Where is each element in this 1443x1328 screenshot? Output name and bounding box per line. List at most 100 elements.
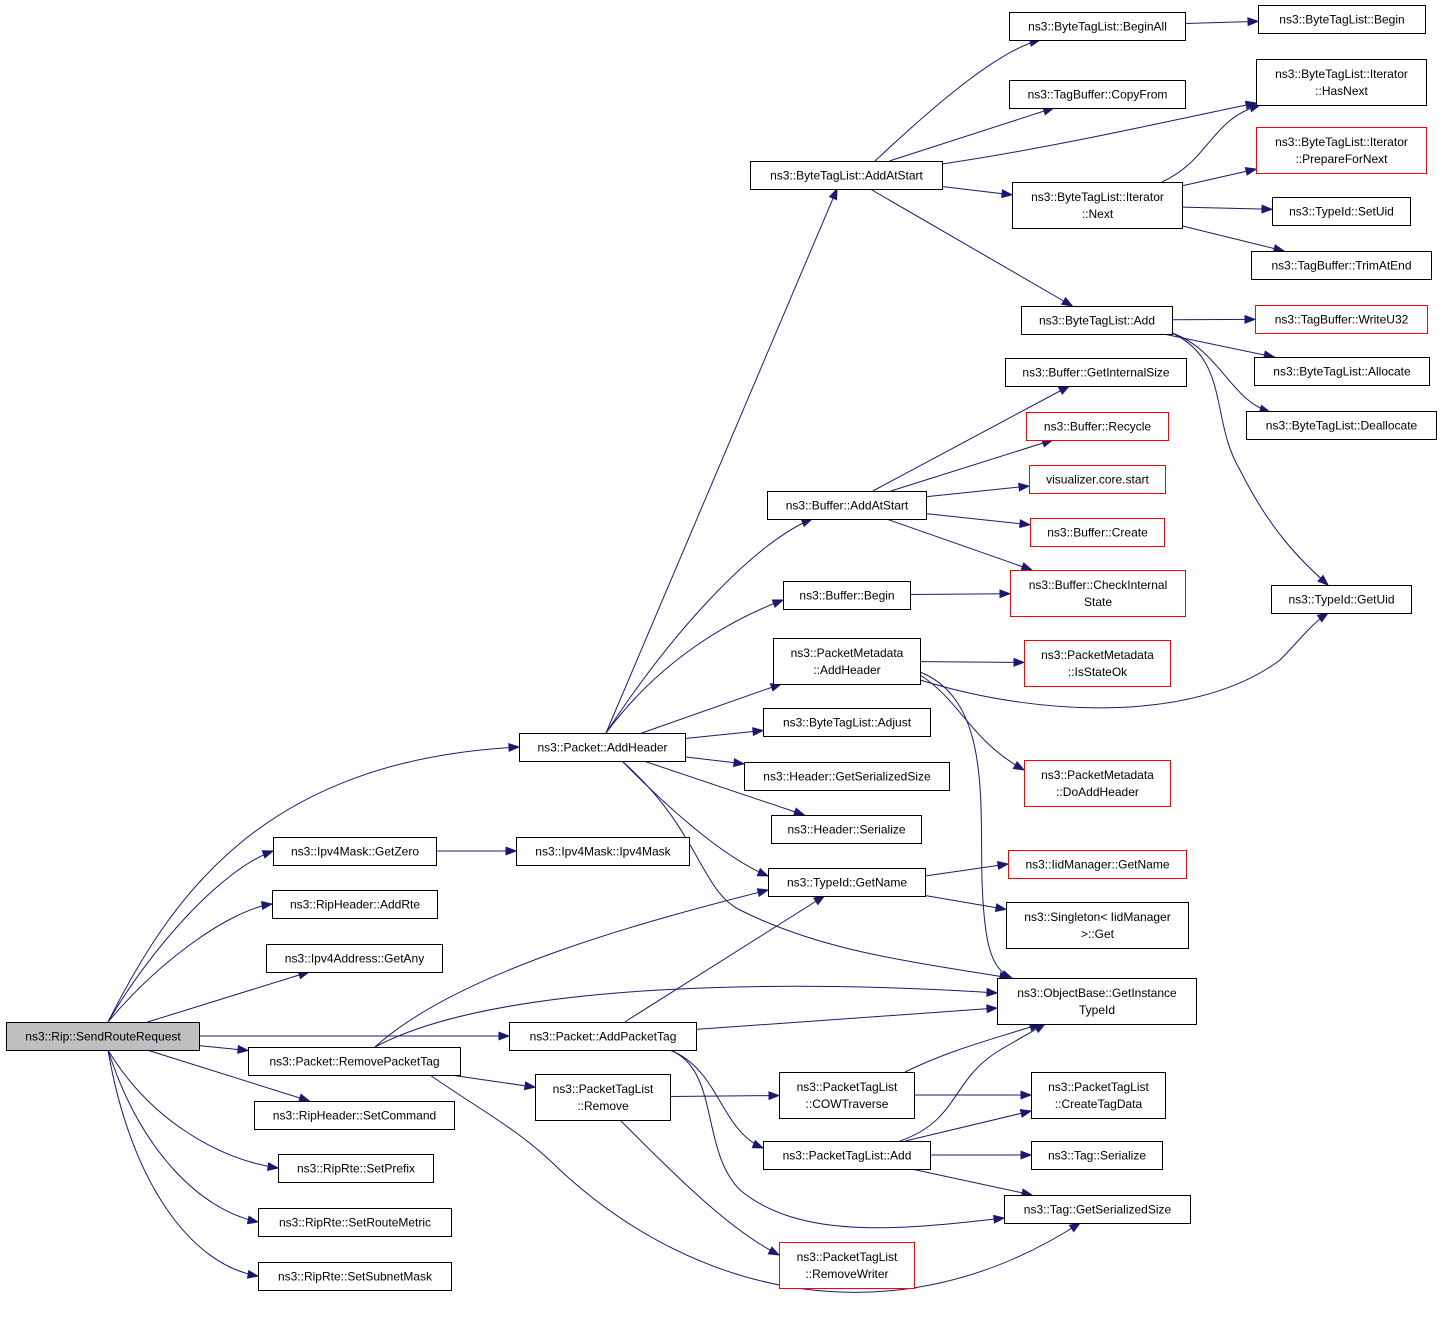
arrowhead-icon (813, 895, 826, 906)
edge-sendroute-to-getzero (107, 850, 274, 1023)
node-buf_begin[interactable]: ns3::Buffer::Begin (783, 581, 911, 610)
node-label: ns3::Buffer::Create (1047, 526, 1148, 540)
node-label: ns3::ByteTagList::Iterator (1275, 135, 1408, 149)
node-label: ns3::RipRte::SetPrefix (297, 1162, 415, 1176)
node-buf_recycle[interactable]: ns3::Buffer::Recycle (1026, 412, 1169, 441)
node-label: ns3::TypeId::SetUid (1289, 205, 1394, 219)
node-ptl_cowtraverse[interactable]: ns3::PacketTagList::COWTraverse (779, 1072, 915, 1119)
node-btl_add[interactable]: ns3::ByteTagList::Add (1021, 306, 1173, 335)
node-ptl_add[interactable]: ns3::PacketTagList::Add (763, 1141, 931, 1170)
edge-btli_next-to-btli_prepare (1181, 168, 1257, 187)
edge-addheader-to-btl_adjust (684, 730, 764, 740)
node-getzero[interactable]: ns3::Ipv4Mask::GetZero (273, 837, 437, 866)
node-box (248, 1047, 461, 1076)
edge-pm_addheader-to-pm_doaddheader (919, 674, 1025, 771)
node-box (509, 1022, 697, 1051)
node-hdr_ser[interactable]: ns3::Header::Serialize (771, 815, 922, 844)
arrowhead-icon (246, 1215, 260, 1225)
node-box (1258, 5, 1426, 34)
node-tb_writeu32[interactable]: ns3::TagBuffer::WriteU32 (1255, 305, 1428, 334)
node-box (6, 1022, 200, 1051)
node-removepackettag[interactable]: ns3::Packet::RemovePacketTag (248, 1047, 461, 1076)
node-btl_allocate[interactable]: ns3::ByteTagList::Allocate (1254, 357, 1430, 386)
arrowhead-icon (505, 846, 518, 856)
node-addpackettag[interactable]: ns3::Packet::AddPacketTag (509, 1022, 697, 1051)
node-buf_create[interactable]: ns3::Buffer::Create (1030, 518, 1165, 547)
node-btl_addatstart[interactable]: ns3::ByteTagList::AddAtStart (750, 161, 943, 190)
arrowhead-icon (733, 758, 746, 768)
node-box (771, 815, 922, 844)
node-buf_addatstart[interactable]: ns3::Buffer::AddAtStart (767, 491, 927, 520)
node-btl_deallocate[interactable]: ns3::ByteTagList::Deallocate (1246, 411, 1437, 440)
node-label: visualizer.core.start (1046, 473, 1149, 487)
node-singleton_get[interactable]: ns3::Singleton< IidManager>::Get (1006, 902, 1189, 949)
node-ptl_createtagdata[interactable]: ns3::PacketTagList::CreateTagData (1031, 1072, 1166, 1119)
node-btli_next[interactable]: ns3::ByteTagList::Iterator::Next (1012, 182, 1183, 229)
node-label: ns3::ByteTagList::Begin (1279, 13, 1404, 27)
arrowhead-icon (986, 987, 999, 997)
node-setprefix[interactable]: ns3::RipRte::SetPrefix (278, 1154, 434, 1183)
node-ptl_removewriter[interactable]: ns3::PacketTagList::RemoveWriter (779, 1242, 915, 1289)
node-label: ns3::TagBuffer::TrimAtEnd (1271, 259, 1411, 273)
edge-addheader-to-pm_addheader (641, 683, 782, 734)
node-hdr_getser[interactable]: ns3::Header::GetSerializedSize (744, 762, 950, 791)
node-addheader[interactable]: ns3::Packet::AddHeader (519, 733, 686, 762)
node-box (254, 1101, 455, 1130)
node-tag_getser[interactable]: ns3::Tag::GetSerializedSize (1004, 1195, 1191, 1224)
arrowhead-icon (1244, 314, 1257, 324)
arrowhead-icon (246, 1269, 260, 1279)
node-box (1004, 1195, 1191, 1224)
arrowhead-icon (1261, 204, 1274, 214)
node-label: ns3::ByteTagList::Deallocate (1266, 419, 1418, 433)
node-box (997, 978, 1197, 1025)
node-box (1009, 80, 1186, 109)
node-pm_isstateok[interactable]: ns3::PacketMetadata::IsStateOk (1024, 640, 1171, 687)
node-tid_getuid[interactable]: ns3::TypeId::GetUid (1271, 585, 1412, 614)
arrowhead-icon (1001, 189, 1014, 199)
node-label: ns3::Ipv4Mask::Ipv4Mask (535, 845, 671, 859)
node-btli_prepare[interactable]: ns3::ByteTagList::Iterator::PrepareForNe… (1256, 127, 1427, 174)
edge-addheader-to-buf_addatstart (605, 518, 813, 734)
node-setsubnetmask[interactable]: ns3::RipRte::SetSubnetMask (258, 1262, 452, 1291)
arrowhead-icon (1020, 1090, 1033, 1100)
node-tid_getname[interactable]: ns3::TypeId::GetName (768, 868, 926, 897)
node-ptl_remove[interactable]: ns3::PacketTagList::Remove (535, 1074, 671, 1121)
node-pm_doaddheader[interactable]: ns3::PacketMetadata::DoAddHeader (1024, 760, 1171, 807)
node-label: ns3::IidManager::GetName (1025, 858, 1169, 872)
edge-sendroute-to-setprefix (107, 1049, 279, 1169)
node-setcommand[interactable]: ns3::RipHeader::SetCommand (254, 1101, 455, 1130)
node-label: ns3::PacketTagList (1048, 1080, 1149, 1094)
node-buf_getinternal[interactable]: ns3::Buffer::GetInternalSize (1005, 358, 1187, 387)
node-btl_adjust[interactable]: ns3::ByteTagList::Adjust (763, 708, 931, 737)
node-label: ns3::PacketMetadata (1041, 648, 1154, 662)
node-tb_trimatend[interactable]: ns3::TagBuffer::TrimAtEnd (1251, 251, 1432, 280)
node-getany[interactable]: ns3::Ipv4Address::GetAny (266, 944, 443, 973)
edge-sendroute-to-addheader (107, 746, 520, 1023)
node-box (783, 581, 911, 610)
node-pm_addheader[interactable]: ns3::PacketMetadata::AddHeader (773, 638, 921, 685)
node-ipv4mask[interactable]: ns3::Ipv4Mask::Ipv4Mask (516, 837, 690, 866)
arrowhead-icon (266, 1162, 280, 1172)
edge-removepackettag-to-ptl_remove (450, 1074, 536, 1088)
node-tb_copyfrom[interactable]: ns3::TagBuffer::CopyFrom (1009, 80, 1186, 109)
node-btl_begin[interactable]: ns3::ByteTagList::Begin (1258, 5, 1426, 34)
node-btl_beginall[interactable]: ns3::ByteTagList::BeginAll (1009, 12, 1186, 41)
node-sendroute[interactable]: ns3::Rip::SendRouteRequest (6, 1022, 200, 1051)
node-viz_start[interactable]: visualizer.core.start (1029, 465, 1166, 494)
node-addrte[interactable]: ns3::RipHeader::AddRte (272, 890, 438, 919)
node-label: ns3::ByteTagList::Iterator (1275, 67, 1408, 81)
node-label: ::AddHeader (813, 663, 880, 677)
node-label: ns3::Buffer::CheckInternal (1029, 578, 1168, 592)
edge-sendroute-to-setroutemetric (107, 1049, 259, 1223)
node-label: ns3::ByteTagList::Add (1039, 314, 1155, 328)
node-label: ns3::Buffer::Begin (799, 589, 894, 603)
edge-addpackettag-to-tag_getser (669, 1049, 1005, 1229)
node-tid_setuid[interactable]: ns3::TypeId::SetUid (1272, 197, 1411, 226)
node-iid_getname[interactable]: ns3::IidManager::GetName (1008, 850, 1187, 879)
node-box (779, 1072, 915, 1119)
node-setroutemetric[interactable]: ns3::RipRte::SetRouteMetric (258, 1208, 452, 1237)
node-tag_serialize[interactable]: ns3::Tag::Serialize (1031, 1141, 1163, 1170)
node-btli_hasnext[interactable]: ns3::ByteTagList::Iterator::HasNext (1256, 59, 1427, 106)
